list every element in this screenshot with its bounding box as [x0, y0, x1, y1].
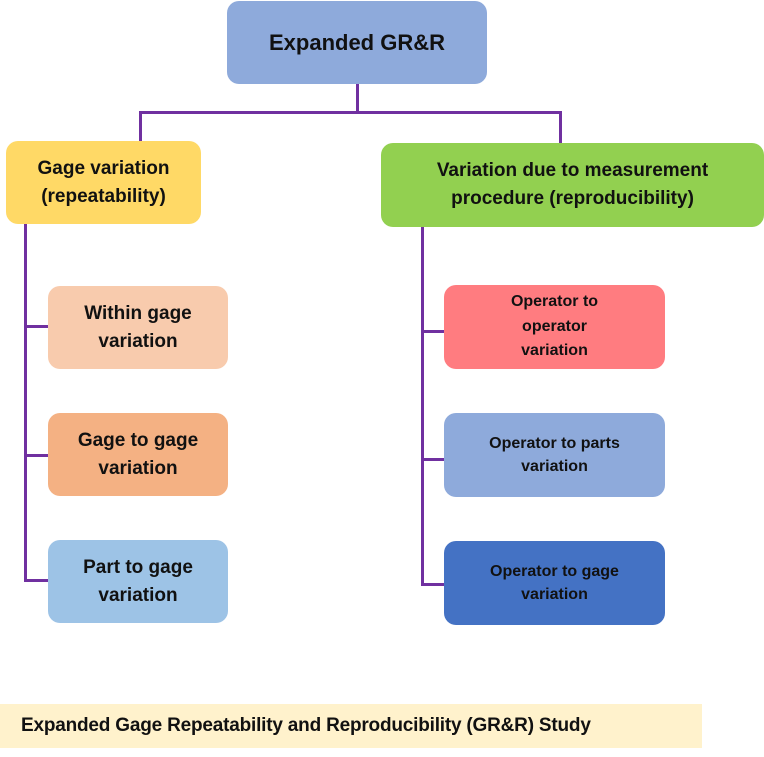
gage-to-gage-variation-node: Gage to gage variation [48, 413, 228, 496]
repeatability-node-label: Gage variation (repeatability) [37, 157, 170, 207]
connector-left-spine [24, 224, 27, 581]
connector-right-branch-down [559, 111, 562, 144]
root-node: Expanded GR&R [227, 1, 487, 84]
part-to-gage-variation-label: Part to gage variation [83, 556, 193, 606]
root-node-label: Expanded GR&R [268, 29, 446, 55]
connector-left-child-3 [24, 579, 48, 582]
within-gage-variation-label: Within gage variation [84, 302, 192, 352]
connector-root-down [356, 84, 359, 113]
operator-to-parts-variation-node: Operator to parts variation [444, 413, 665, 497]
connector-right-child-1 [421, 330, 444, 333]
diagram-caption: Expanded Gage Repeatability and Reproduc… [0, 704, 702, 748]
gage-to-gage-variation-label: Gage to gage variation [77, 429, 199, 479]
connector-left-child-2 [24, 454, 48, 457]
repeatability-node: Gage variation (repeatability) [6, 141, 201, 224]
connector-left-branch-down [139, 111, 142, 142]
reproducibility-node: Variation due to measurement procedure (… [381, 143, 764, 227]
connector-right-spine [421, 227, 424, 585]
connector-left-child-1 [24, 325, 48, 328]
operator-to-gage-variation-label: Operator to gage variation [490, 562, 619, 603]
operator-to-parts-variation-label: Operator to parts variation [489, 434, 620, 475]
part-to-gage-variation-node: Part to gage variation [48, 540, 228, 623]
operator-to-operator-variation-node: Operator to operator variation [444, 285, 665, 369]
operator-to-operator-variation-label: Operator to operator variation [510, 292, 599, 360]
caption-text: Expanded Gage Repeatability and Reproduc… [21, 715, 591, 736]
connector-right-child-3 [421, 583, 444, 586]
operator-to-gage-variation-node: Operator to gage variation [444, 541, 665, 625]
reproducibility-node-label: Variation due to measurement procedure (… [436, 160, 709, 209]
connector-right-child-2 [421, 458, 444, 461]
connector-horizontal-top [139, 111, 562, 114]
within-gage-variation-node: Within gage variation [48, 286, 228, 369]
